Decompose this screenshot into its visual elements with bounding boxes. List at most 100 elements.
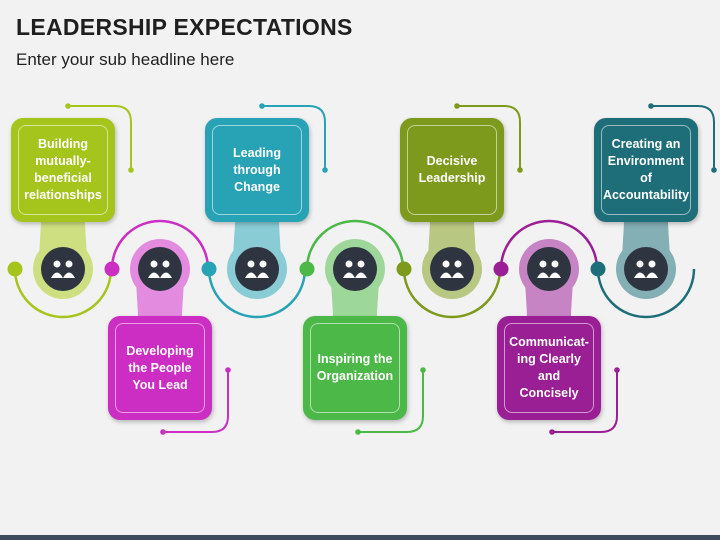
leader-dot <box>711 167 717 173</box>
connector-arc <box>402 268 502 319</box>
page-subtitle: Enter your sub headline here <box>16 50 235 69</box>
leader-dot <box>259 103 265 109</box>
icon-head <box>442 260 450 268</box>
icon-head <box>247 260 255 268</box>
leader-dot <box>128 167 134 173</box>
handshake-icon <box>51 260 75 278</box>
icon-head <box>162 260 170 268</box>
step-card: Inspiring the Organization <box>303 316 407 420</box>
leader-dot <box>160 429 166 435</box>
icon-node <box>41 247 85 291</box>
icon-body <box>355 272 367 278</box>
icon-nodes <box>33 239 676 299</box>
step-card-frame: Inspiring the Organization <box>310 323 400 413</box>
icon-node <box>624 247 668 291</box>
junction-dot <box>493 261 509 277</box>
step-label: Creating an Environment of Accountabilit… <box>602 137 690 202</box>
team-gear-icon <box>148 260 172 278</box>
leader-dot <box>648 103 654 109</box>
icon-node <box>235 247 279 291</box>
icon-body <box>452 272 464 278</box>
leader-dot <box>614 367 620 373</box>
leader-dot <box>549 429 555 435</box>
step-card: Creating an Environment of Accountabilit… <box>594 118 698 222</box>
icon-node <box>430 247 474 291</box>
connector-arc <box>305 219 405 270</box>
group-icon <box>440 260 464 278</box>
junction-dot <box>201 261 217 277</box>
step-label: Developing the People You Lead <box>126 343 194 392</box>
icon-node <box>527 247 571 291</box>
icon-node <box>138 247 182 291</box>
page-title: LEADERSHIP EXPECTATIONS <box>16 14 353 40</box>
step-card: Developing the People You Lead <box>108 316 212 420</box>
step-card-frame: Communicat- ing Clearly and Concisely <box>504 323 594 413</box>
leader-line <box>358 370 424 433</box>
step-card-frame: Creating an Environment of Accountabilit… <box>601 125 691 215</box>
connector-arc <box>596 268 696 319</box>
step-card: Decisive Leadership <box>400 118 504 222</box>
step-card: Leading through Change <box>205 118 309 222</box>
icon-body <box>537 272 549 278</box>
junction-dot <box>396 261 412 277</box>
leader-dot <box>355 429 361 435</box>
leader-line <box>651 105 715 170</box>
step-card: Building mutually- beneficial relationsh… <box>11 118 115 222</box>
junction-dot <box>590 261 606 277</box>
icon-head <box>636 260 644 268</box>
step-label: Decisive Leadership <box>418 154 486 185</box>
step-card-frame: Decisive Leadership <box>407 125 497 215</box>
leader-dot <box>517 167 523 173</box>
leader-dot <box>225 367 231 373</box>
connector-arc <box>13 268 113 319</box>
step-label: Communicat- ing Clearly and Concisely <box>509 335 589 400</box>
leader-dot <box>420 367 426 373</box>
icon-body <box>245 272 257 278</box>
step-label: Inspiring the Organization <box>316 352 394 383</box>
icon-head <box>454 260 462 268</box>
icon-body <box>343 272 355 278</box>
leader-dot <box>454 103 460 109</box>
connector-arc <box>499 219 599 270</box>
step-card-frame: Building mutually- beneficial relationsh… <box>18 125 108 215</box>
leader-trophy-icon <box>343 260 367 278</box>
icon-body <box>440 272 452 278</box>
icon-head <box>539 260 547 268</box>
icon-body <box>549 272 561 278</box>
leader-line <box>552 370 618 433</box>
step-card-frame: Developing the People You Lead <box>115 323 205 413</box>
icon-head <box>65 260 73 268</box>
icon-head <box>648 260 656 268</box>
connector-arcs <box>7 219 696 319</box>
icon-body <box>257 272 269 278</box>
change-cycle-icon <box>245 260 269 278</box>
icon-body <box>63 272 75 278</box>
leader-line <box>68 105 132 170</box>
icon-body <box>148 272 160 278</box>
icon-head <box>53 260 61 268</box>
leader-line <box>163 370 229 433</box>
connector-arc <box>110 219 210 270</box>
icon-body <box>160 272 172 278</box>
junction-dot <box>299 261 315 277</box>
conversation-icon <box>537 260 561 278</box>
hands-together-icon <box>634 260 658 278</box>
icon-node <box>333 247 377 291</box>
icon-body <box>646 272 658 278</box>
step-label: Building mutually- beneficial relationsh… <box>24 137 102 202</box>
icon-head <box>345 260 353 268</box>
leader-dot <box>65 103 71 109</box>
step-card: Communicat- ing Clearly and Concisely <box>497 316 601 420</box>
step-card-frame: Leading through Change <box>212 125 302 215</box>
junction-dot <box>7 261 23 277</box>
icon-head <box>357 260 365 268</box>
footer-bar <box>0 535 720 540</box>
icon-body <box>51 272 63 278</box>
leader-line <box>457 105 521 170</box>
icon-head <box>150 260 158 268</box>
leader-line <box>262 105 326 170</box>
icon-head <box>551 260 559 268</box>
connector-arc <box>207 268 307 319</box>
icon-body <box>634 272 646 278</box>
